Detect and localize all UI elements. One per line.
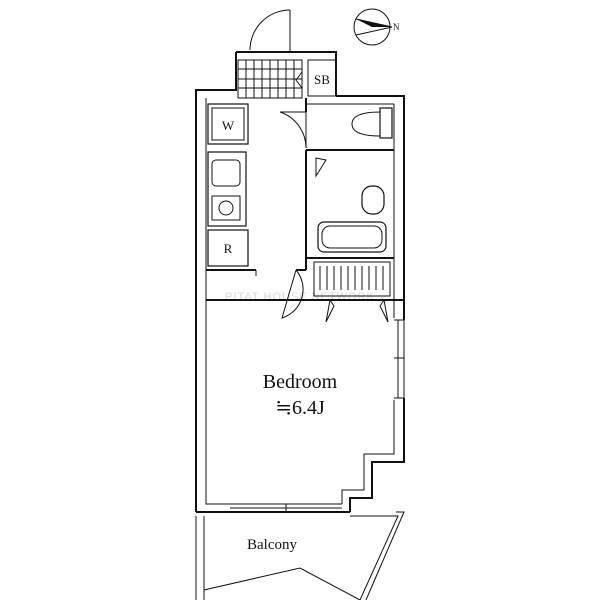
interior-walls — [206, 98, 404, 301]
balcony-label: Balcony — [247, 537, 297, 553]
side-window — [394, 319, 405, 399]
bathtub-icon — [317, 221, 387, 253]
burner-icon — [218, 200, 234, 216]
refrigerator: R — [207, 229, 249, 267]
balcony-outline — [195, 511, 405, 600]
refrigerator-label: R — [224, 241, 233, 256]
washer: W — [207, 103, 249, 145]
wash-basin-icon — [361, 185, 385, 215]
closet-door-icon — [325, 298, 389, 323]
room-size: ≒6.4J — [275, 397, 325, 419]
shoe-box — [307, 59, 337, 97]
entrance-door-icon — [249, 9, 291, 52]
closet — [313, 261, 391, 323]
room-name: Bedroom — [263, 371, 338, 393]
bathroom — [315, 157, 387, 253]
sink-icon — [211, 159, 241, 187]
toilet-door-icon — [279, 111, 307, 149]
toilet — [279, 107, 393, 149]
entrance-area: SB — [237, 59, 337, 99]
shoe-box-label: SB — [314, 72, 330, 87]
compass-icon: N — [353, 8, 400, 46]
toilet-bowl-icon — [351, 111, 381, 137]
outer-walls — [195, 51, 405, 513]
bath-door-icon — [315, 157, 327, 178]
stove-icon — [211, 195, 241, 221]
kitchen-counter — [207, 151, 247, 227]
compass-north-label: N — [393, 22, 400, 32]
watermark: PITAT HOUSE NETWORK — [225, 291, 375, 303]
washer-label: W — [222, 118, 235, 133]
bedroom-door-icon — [255, 269, 304, 319]
